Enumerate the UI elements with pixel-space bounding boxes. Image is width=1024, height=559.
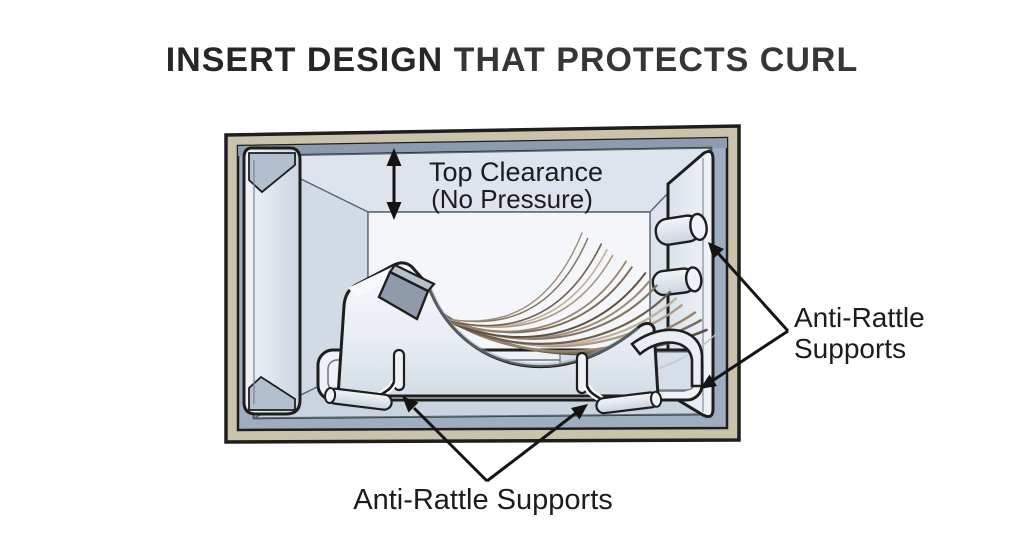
annotation-arrows	[386, 148, 790, 483]
curl-clip	[377, 263, 436, 321]
box-frame-blue-band-shade	[238, 138, 727, 156]
anti-rattle-peg-lower	[651, 266, 703, 297]
title-emphasis: INSERT DESIGN	[165, 41, 444, 79]
left-panel-face	[242, 146, 302, 416]
left-panel-bottom-flap	[248, 375, 296, 411]
floor-support-right	[595, 390, 663, 415]
tray-cradle-inner-shadow	[428, 287, 640, 367]
top-clearance-label-line2: (No Pressure)	[431, 184, 593, 214]
floor-support-left	[324, 387, 393, 411]
bottom-supports-leader-arrows	[402, 396, 588, 483]
left-liner-panel	[242, 146, 302, 416]
annotation-labels: Top Clearance (No Pressure) Anti-Rattle …	[353, 157, 924, 516]
anti-rattle-peg-upper	[654, 212, 708, 246]
side-supports-label-line1: Anti-Rattle	[794, 302, 925, 333]
top-clearance-label-line1: Top Clearance	[429, 157, 603, 187]
side-supports-label-line2: Supports	[794, 333, 906, 364]
bottom-supports-label: Anti-Rattle Supports	[353, 484, 613, 516]
insert-tray	[316, 232, 717, 415]
side-supports-leader-arrows	[700, 242, 790, 389]
title-rest: THAT PROTECTS CURL	[453, 41, 859, 79]
clearance-double-arrow	[386, 148, 402, 220]
page-title: INSERT DESIGN THAT PROTECTS CURL	[0, 42, 1024, 78]
left-panel-top-flap	[248, 152, 296, 194]
